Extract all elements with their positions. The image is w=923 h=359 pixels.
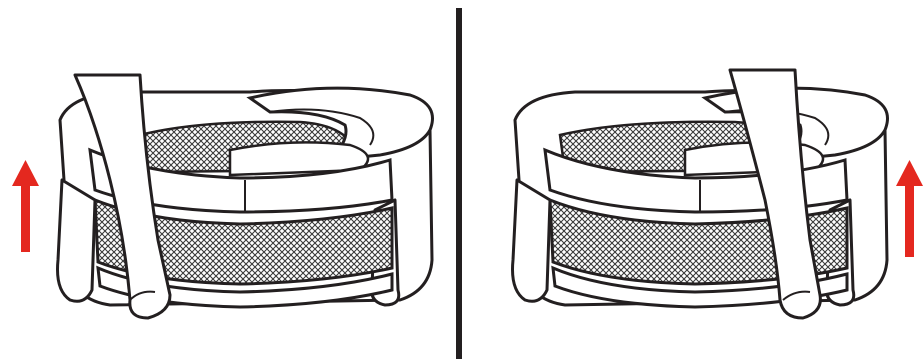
bassinet-illustration-left — [0, 0, 455, 359]
lift-arrow-icon — [896, 160, 923, 257]
illustration-panel-left — [0, 0, 455, 359]
bassinet-illustration-right — [465, 0, 923, 359]
lift-arrow-icon — [12, 160, 39, 252]
panel-divider — [456, 8, 462, 359]
illustration-panel-right — [465, 0, 923, 359]
